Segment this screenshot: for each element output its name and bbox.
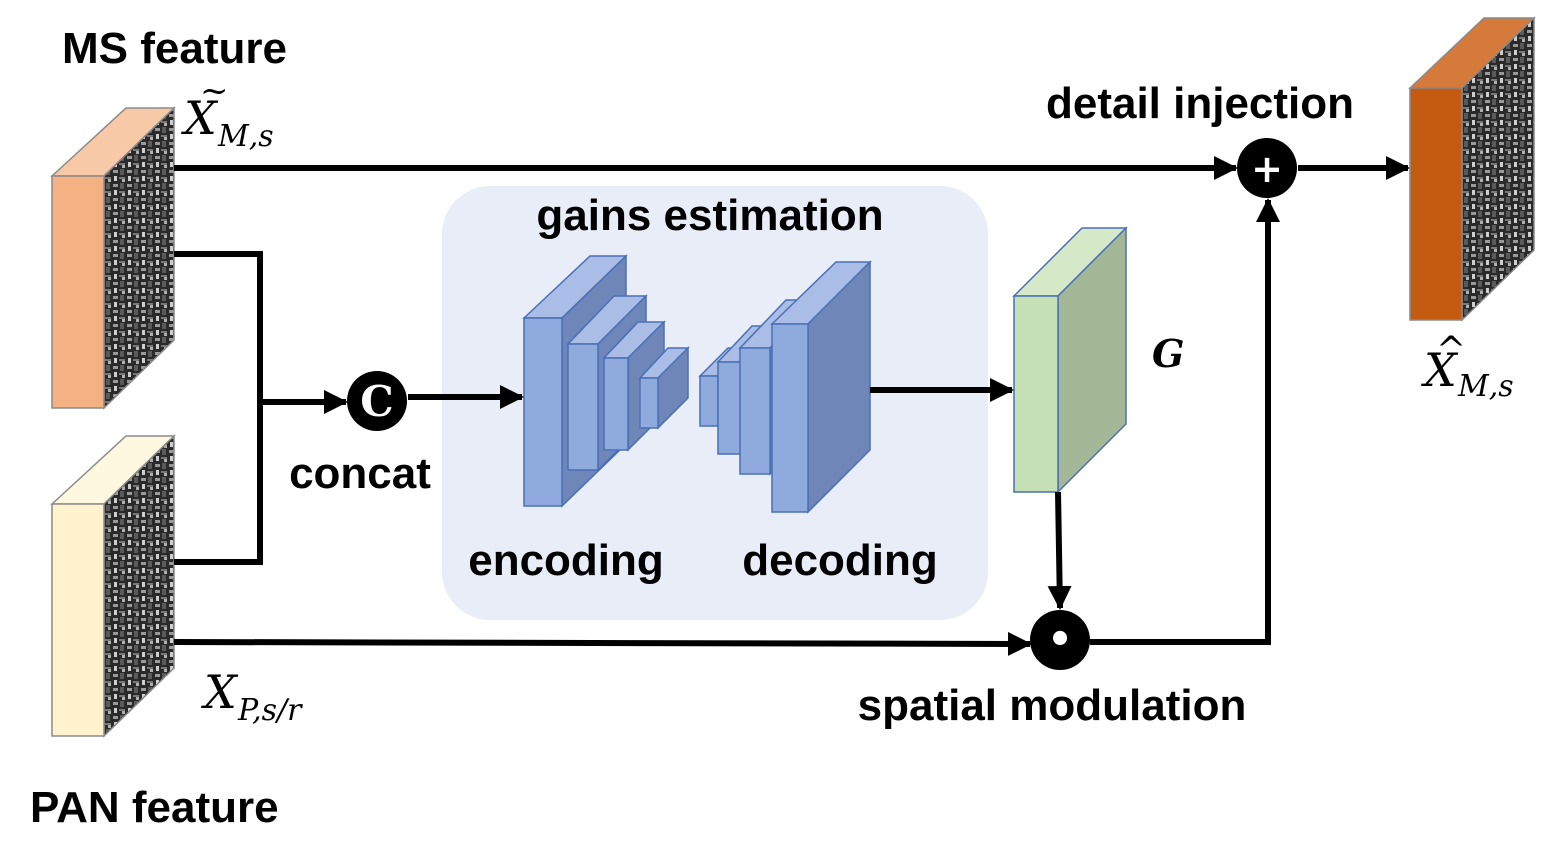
output-math: ^ X M,s [1421, 330, 1514, 404]
add-symbol: + [1251, 147, 1283, 191]
gain-symbol-label: G [1152, 331, 1184, 376]
gain-to-modulation-arrow [1047, 491, 1072, 610]
output-accent: ^ [1436, 330, 1466, 371]
output-feature-block [1408, 16, 1536, 322]
concat-operator: C [347, 371, 407, 431]
multiply-symbol: • [1047, 617, 1073, 663]
decoder-layer-4 [770, 260, 872, 514]
spatial-modulation-label: spatial modulation [858, 681, 1247, 730]
connection-lines [173, 156, 1410, 656]
ms-input-base: X [181, 91, 219, 145]
decoding-label: decoding [742, 536, 938, 585]
concat-symbol: C [360, 377, 393, 426]
pan-feature-block [50, 434, 176, 738]
concat-label: concat [289, 449, 431, 498]
output-base: X [1421, 343, 1459, 397]
output-subscript: M,s [1457, 369, 1514, 404]
multiply-operator: • [1030, 610, 1090, 670]
encoder-layer-4 [638, 346, 690, 430]
ms-input-math: ~ X M,s [181, 71, 274, 154]
modulation-to-add-arrow [1090, 198, 1280, 645]
ms-input-subscript: M,s [217, 119, 274, 154]
pan-input-base: X [201, 665, 239, 719]
encoding-label: encoding [468, 536, 664, 585]
pan-feature-label: PAN feature [30, 783, 279, 832]
pan-to-modulation-arrow [173, 631, 1032, 656]
decoder-stack [698, 260, 872, 514]
gains-estimation-label: gains estimation [536, 191, 883, 240]
detail-injection-label: detail injection [1046, 79, 1354, 128]
ms-input-accent: ~ [200, 71, 229, 111]
encoder-stack [522, 254, 690, 508]
pan-input-math: X P,s/r [201, 665, 303, 728]
ms-feature-label: MS feature [62, 24, 287, 73]
add-operator: + [1237, 138, 1297, 198]
ms-feature-block [50, 106, 176, 410]
pan-input-subscript: P,s/r [237, 693, 303, 728]
ms-to-concat-line [174, 251, 263, 565]
gain-block [1012, 226, 1128, 494]
